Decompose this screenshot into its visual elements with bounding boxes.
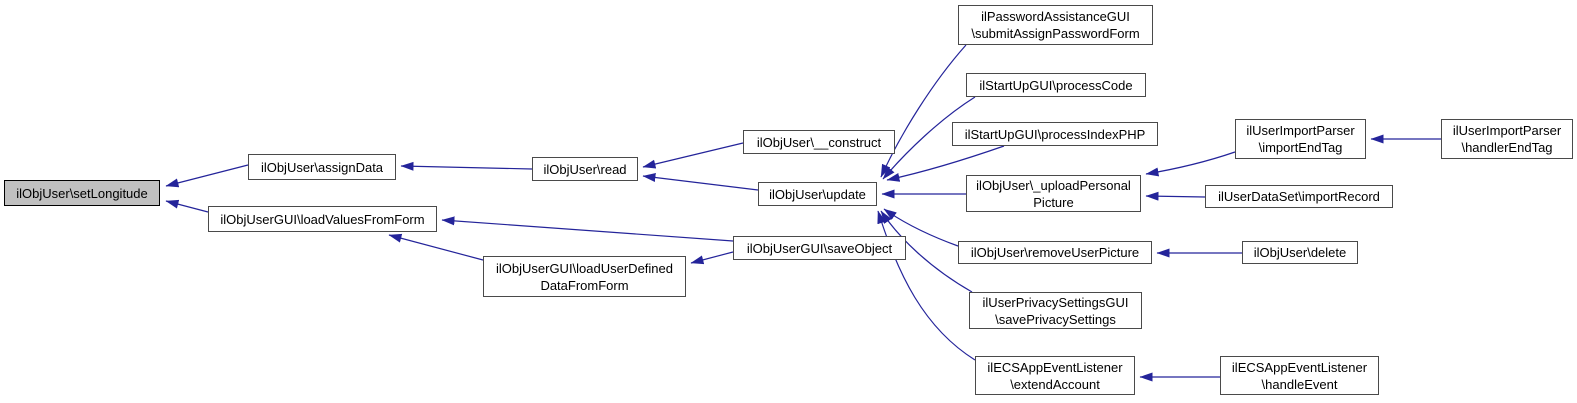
node-delete[interactable]: ilObjUser\delete [1242, 241, 1358, 264]
node-label-line: ilPasswordAssistanceGUI [981, 9, 1130, 24]
edge-importRecord-to-uploadPersonalPicture [1145, 191, 1206, 201]
node-label-line: ilStartUpGUI\processCode [979, 77, 1133, 93]
node-label-line: \importEndTag [1258, 140, 1343, 155]
node-importEndTag[interactable]: ilUserImportParser \importEndTag [1235, 119, 1366, 159]
node-label-line: ilObjUser\update [769, 186, 866, 202]
node-label-line: ilUserImportParser [1246, 123, 1355, 138]
edge-submitAssignPasswordForm-to-update [880, 44, 967, 178]
node-label-line: ilObjUser\removeUserPicture [970, 245, 1140, 260]
node-label-line: \extendAccount [1010, 376, 1100, 392]
edge-loadValuesFromForm-to-setLongitude [165, 199, 209, 213]
node-label-line: \handlerEndTag [1461, 140, 1553, 155]
node-savePrivacySettings[interactable]: ilUserPrivacySettingsGUI\savePrivacySett… [969, 292, 1142, 329]
node-handleEvent[interactable]: ilECSAppEventListener\handleEvent [1220, 356, 1379, 395]
edge-processIndexPHP-to-update [886, 145, 1005, 182]
node-label-line: \savePrivacySettings [995, 311, 1116, 327]
node-label-line: ilObjUser\setLongitude [16, 185, 148, 201]
node-label-line: \submitAssignPasswordForm [971, 26, 1140, 41]
edge-loadUserDefinedDataFromForm-to-loadValuesFromForm [388, 233, 484, 261]
node-label-line: ilObjUserGUI\loadUserDefined [495, 260, 673, 276]
node-construct[interactable]: ilObjUser\__construct [743, 130, 895, 154]
edge-assignData-to-setLongitude [165, 164, 249, 188]
node-processIndexPHP[interactable]: ilStartUpGUI\processIndexPHP [952, 122, 1158, 146]
node-removeUserPicture[interactable]: ilObjUser\removeUserPicture [958, 241, 1152, 264]
edge-importEndTag-to-uploadPersonalPicture [1145, 151, 1236, 177]
edge-update-to-read [642, 173, 759, 191]
node-label-line: ilObjUser\__construct [756, 134, 882, 150]
node-label-line: ilECSAppEventListener [987, 359, 1123, 375]
node-label-line: ilStartUpGUI\processIndexPHP [964, 126, 1146, 142]
node-submitAssignPasswordForm[interactable]: ilPasswordAssistanceGUI \submitAssignPass… [958, 5, 1153, 45]
edge-read-to-assignData [400, 161, 533, 171]
node-label-line: ilObjUser\assignData [260, 159, 384, 175]
edge-savePrivacySettings-to-update [880, 210, 973, 293]
node-importRecord[interactable]: ilUserDataSet\importRecord [1205, 185, 1393, 208]
node-extendAccount[interactable]: ilECSAppEventListener\extendAccount [975, 356, 1135, 395]
node-label-line: Picture [1033, 194, 1074, 210]
node-label-line: ilObjUser\_uploadPersonal [976, 177, 1131, 193]
edge-processCode-to-update [882, 96, 976, 180]
node-assignData[interactable]: ilObjUser\assignData [248, 154, 396, 180]
node-label-line: ilObjUser\delete [1253, 245, 1347, 260]
edge-extendAccount-to-update [877, 210, 976, 361]
node-label-line: ilUserPrivacySettingsGUI [982, 294, 1129, 310]
edge-construct-to-read [642, 142, 744, 169]
node-processCode[interactable]: ilStartUpGUI\processCode [966, 73, 1146, 97]
node-handlerEndTag[interactable]: ilUserImportParser \handlerEndTag [1441, 119, 1573, 159]
edge-saveObject-to-loadUserDefinedDataFromForm [690, 251, 734, 265]
node-label-line: ilObjUserGUI\loadValuesFromForm [220, 211, 425, 227]
node-loadValuesFromForm[interactable]: ilObjUserGUI\loadValuesFromForm [208, 206, 437, 232]
node-label-line: ilObjUserGUI\saveObject [746, 240, 893, 256]
node-label-line: ilECSAppEventListener [1231, 359, 1368, 375]
node-saveObject[interactable]: ilObjUserGUI\saveObject [733, 236, 906, 260]
node-label-line: ilUserDataSet\importRecord [1218, 189, 1380, 204]
edge-saveObject-to-loadValuesFromForm [441, 216, 734, 242]
node-label-line: DataFromForm [540, 277, 629, 293]
node-label-line: \handleEvent [1261, 376, 1338, 392]
node-setLongitude: ilObjUser\setLongitude [4, 180, 160, 206]
node-label-line: ilObjUser\read [543, 161, 627, 177]
node-update[interactable]: ilObjUser\update [758, 182, 877, 206]
node-read[interactable]: ilObjUser\read [532, 157, 638, 181]
node-label-line: ilUserImportParser [1452, 123, 1562, 138]
